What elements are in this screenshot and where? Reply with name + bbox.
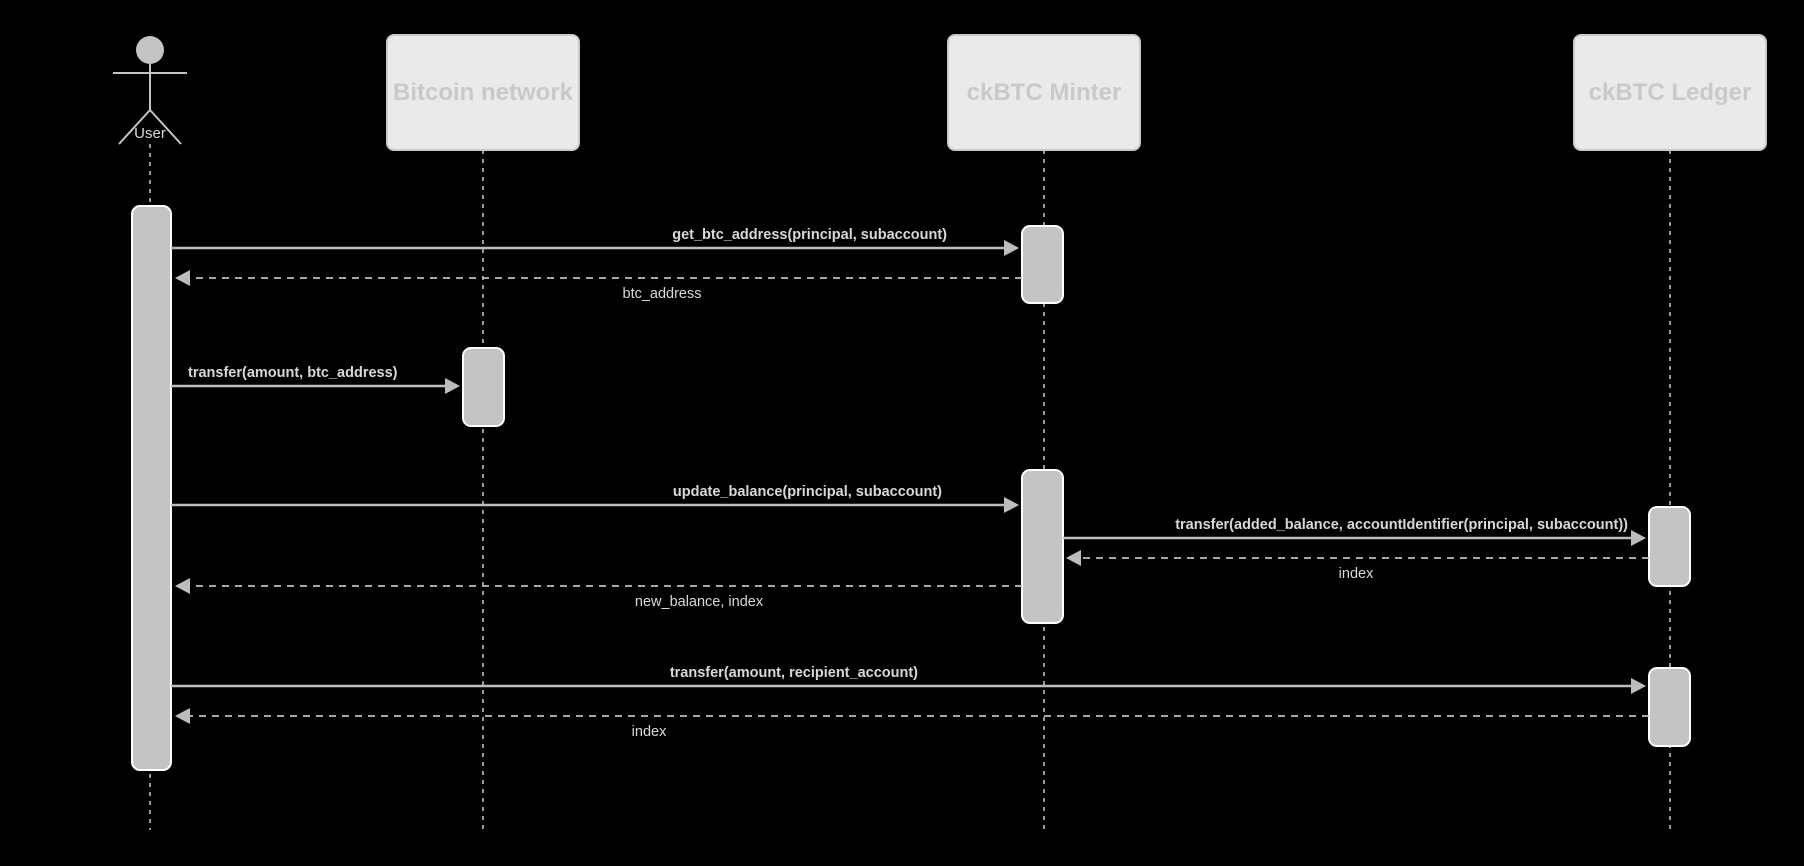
message-m6[interactable]: index bbox=[1066, 550, 1649, 582]
message-arrowhead-m3 bbox=[445, 378, 460, 394]
message-m9[interactable]: index bbox=[175, 708, 1649, 740]
participant-label-btc: Bitcoin network bbox=[393, 79, 574, 106]
message-arrowhead-m2 bbox=[175, 270, 190, 286]
activation-bar-minter bbox=[1021, 225, 1064, 304]
participant-box-btc[interactable] bbox=[386, 34, 580, 151]
message-m1[interactable]: get_btc_address(principal, subaccount) bbox=[171, 227, 1019, 256]
message-arrowhead-m1 bbox=[1004, 240, 1019, 256]
message-arrowhead-m7 bbox=[175, 578, 190, 594]
activation-bar-btc bbox=[462, 347, 505, 427]
participant-ledger[interactable]: ckBTC Ledger bbox=[1573, 34, 1767, 151]
message-label-m7: new_balance, index bbox=[635, 594, 764, 610]
actor-head-icon bbox=[136, 36, 164, 64]
message-arrowhead-m9 bbox=[175, 708, 190, 724]
message-arrowhead-m5 bbox=[1631, 530, 1646, 546]
message-arrowhead-m6 bbox=[1066, 550, 1081, 566]
message-arrowhead-m8 bbox=[1631, 678, 1646, 694]
activation-bar-ledger bbox=[1648, 506, 1691, 587]
message-label-m8: transfer(amount, recipient_account) bbox=[670, 665, 918, 681]
activation-bar-ledger bbox=[1648, 667, 1691, 747]
participant-minter[interactable]: ckBTC Minter bbox=[947, 34, 1141, 151]
message-m3[interactable]: transfer(amount, btc_address) bbox=[171, 365, 460, 394]
activations-layer bbox=[131, 205, 1691, 771]
message-m4[interactable]: update_balance(principal, subaccount) bbox=[171, 484, 1019, 513]
activation-bar-user bbox=[131, 205, 172, 771]
participant-label-minter: ckBTC Minter bbox=[967, 79, 1122, 106]
message-label-m9: index bbox=[632, 724, 667, 740]
participant-label-ledger: ckBTC Ledger bbox=[1589, 79, 1752, 106]
message-label-m5: transfer(added_balance, accountIdentifie… bbox=[1175, 517, 1628, 533]
message-arrowhead-m4 bbox=[1004, 497, 1019, 513]
message-label-m4: update_balance(principal, subaccount) bbox=[673, 484, 942, 500]
message-label-m3: transfer(amount, btc_address) bbox=[188, 365, 398, 381]
messages-layer: get_btc_address(principal, subaccount) bt… bbox=[171, 227, 1649, 740]
message-label-m1: get_btc_address(principal, subaccount) bbox=[672, 227, 947, 243]
participant-btc[interactable]: Bitcoin network bbox=[386, 34, 580, 151]
actor-leg-left-icon bbox=[118, 109, 151, 145]
message-label-m6: index bbox=[1339, 566, 1374, 582]
participant-label-user: User bbox=[134, 125, 166, 142]
message-m7[interactable]: new_balance, index bbox=[175, 578, 1022, 610]
actor-leg-right-icon bbox=[149, 109, 182, 145]
participant-box-minter[interactable] bbox=[947, 34, 1141, 151]
participant-user[interactable]: User bbox=[113, 36, 187, 145]
participant-box-ledger[interactable] bbox=[1573, 34, 1767, 151]
message-label-m2: btc_address bbox=[623, 286, 702, 302]
message-m2[interactable]: btc_address bbox=[175, 270, 1022, 302]
message-m5[interactable]: transfer(added_balance, accountIdentifie… bbox=[1063, 517, 1646, 546]
activation-bar-minter bbox=[1021, 469, 1064, 624]
message-m8[interactable]: transfer(amount, recipient_account) bbox=[171, 665, 1646, 694]
participants-layer: User Bitcoin network ckBTC Minter ckBTC Led… bbox=[113, 34, 1767, 151]
